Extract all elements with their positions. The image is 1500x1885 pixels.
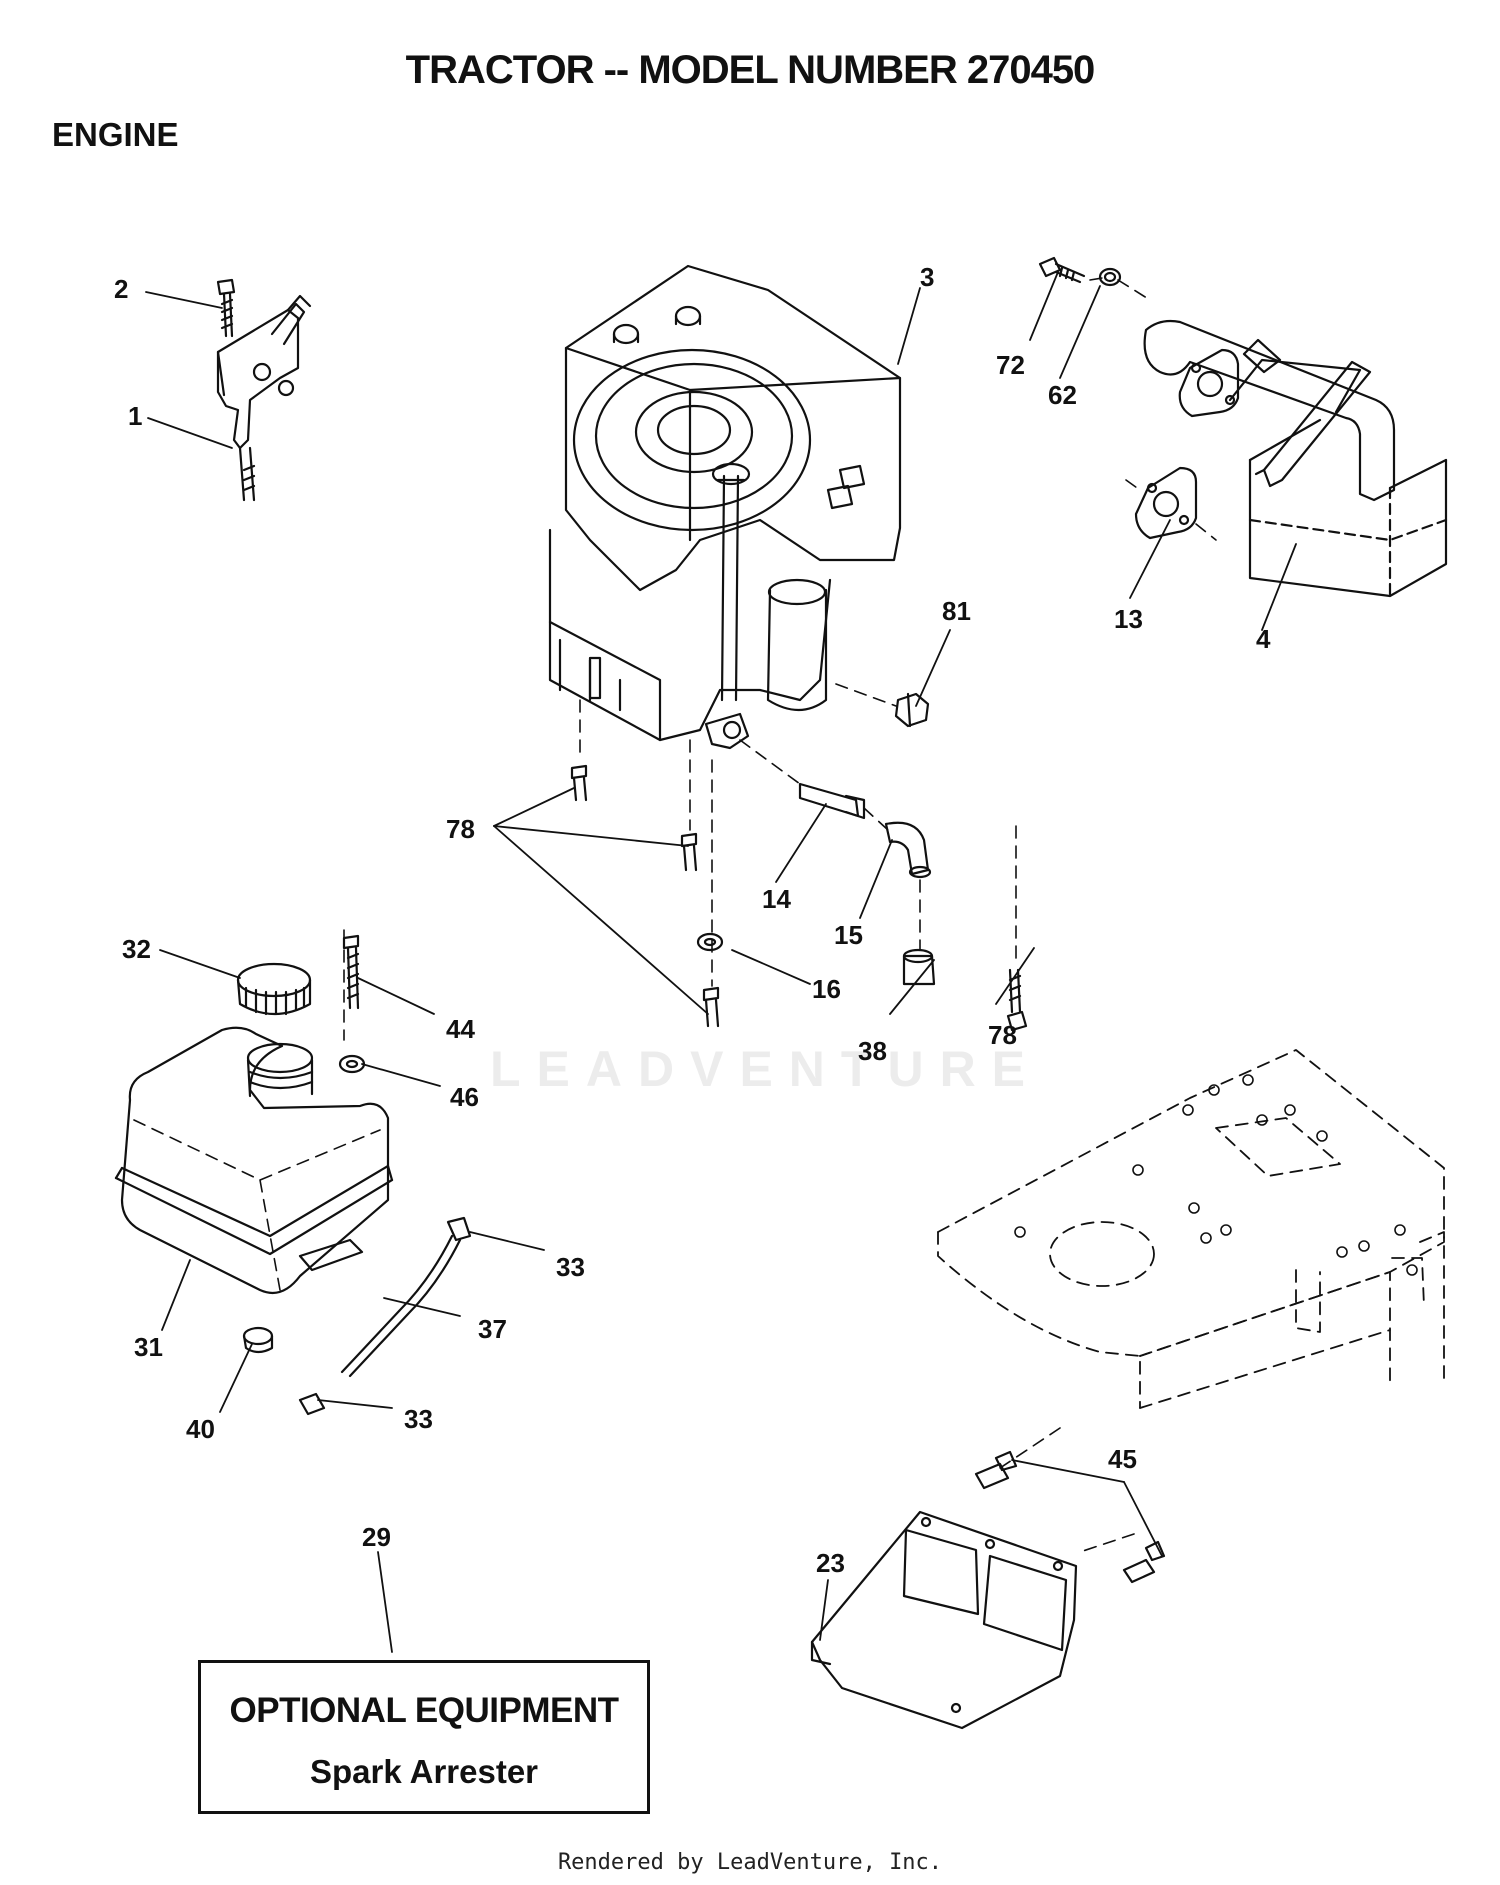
hose-clamp-part bbox=[298, 1216, 472, 1416]
callout-45: 45 bbox=[1108, 1444, 1137, 1474]
callout-46: 46 bbox=[450, 1082, 479, 1112]
optional-equipment-box: OPTIONAL EQUIPMENT Spark Arrester bbox=[198, 1660, 650, 1814]
drain-cap-part bbox=[902, 948, 936, 986]
nut-part bbox=[894, 692, 930, 728]
tank-screw-part bbox=[342, 934, 360, 1010]
callout-29: 29 bbox=[362, 1522, 391, 1552]
spark-arrester-label: Spark Arrester bbox=[309, 1753, 539, 1790]
callout-3: 3 bbox=[920, 262, 934, 292]
fuel-tank-part bbox=[114, 1026, 394, 1294]
throttle-control-part bbox=[216, 294, 312, 502]
callout-leaders bbox=[145, 271, 1297, 1653]
callout-4: 4 bbox=[1256, 624, 1271, 654]
gasket-part bbox=[1134, 466, 1198, 540]
callout-31: 31 bbox=[134, 1332, 163, 1362]
tank-washer-part bbox=[338, 1054, 366, 1074]
callout-72: 72 bbox=[996, 350, 1025, 380]
oil-drain-nipple-part bbox=[798, 782, 866, 820]
callout-40: 40 bbox=[186, 1414, 215, 1444]
callout-38: 38 bbox=[858, 1036, 887, 1066]
callout-78-left: 78 bbox=[446, 814, 475, 844]
callout-16: 16 bbox=[812, 974, 841, 1004]
callout-81: 81 bbox=[942, 596, 971, 626]
callout-1: 1 bbox=[128, 401, 142, 431]
callout-62: 62 bbox=[1048, 380, 1077, 410]
fuel-line-part bbox=[340, 1234, 462, 1378]
watermark: LEADVENTURE bbox=[490, 1041, 1042, 1097]
muffler-part bbox=[1143, 319, 1448, 598]
callout-78-right: 78 bbox=[988, 1020, 1017, 1050]
engine-mount-bolt-part bbox=[570, 764, 1028, 1032]
callout-44: 44 bbox=[446, 1014, 475, 1044]
lock-washer-part bbox=[1098, 267, 1122, 287]
callout-13: 13 bbox=[1114, 604, 1143, 634]
callout-14: 14 bbox=[762, 884, 791, 914]
engine-part bbox=[548, 264, 902, 750]
heat-shield-part bbox=[810, 1510, 1078, 1730]
exhaust-bolt-part bbox=[1038, 256, 1086, 284]
shield-screw-part bbox=[974, 1450, 1166, 1584]
section-title: ENGINE bbox=[52, 116, 179, 153]
washer-part bbox=[696, 932, 724, 952]
elbow-part bbox=[884, 821, 932, 879]
callout-33-top: 33 bbox=[556, 1252, 585, 1282]
page-title: TRACTOR -- MODEL NUMBER 270450 bbox=[405, 48, 1096, 92]
fuel-cap-part bbox=[236, 962, 312, 1016]
callout-37: 37 bbox=[478, 1314, 507, 1344]
exhaust-gasket-part bbox=[1178, 348, 1240, 418]
callout-23: 23 bbox=[816, 1548, 845, 1578]
screw-part bbox=[216, 278, 236, 338]
bushing-part bbox=[242, 1326, 274, 1354]
callout-labels: 1 2 3 72 62 13 4 81 78 14 15 16 38 78 32… bbox=[114, 262, 1271, 1578]
footer-credit: Rendered by LeadVenture, Inc. bbox=[557, 1850, 943, 1875]
assembly-dashed-lines bbox=[343, 277, 1217, 1553]
optional-equipment-heading: OPTIONAL EQUIPMENT bbox=[229, 1691, 620, 1730]
frame-holes bbox=[1014, 1074, 1418, 1276]
callout-15: 15 bbox=[834, 920, 863, 950]
tractor-frame-part bbox=[937, 1049, 1445, 1409]
callout-32: 32 bbox=[122, 934, 151, 964]
callout-33-bottom: 33 bbox=[404, 1404, 433, 1434]
callout-2: 2 bbox=[114, 274, 128, 304]
